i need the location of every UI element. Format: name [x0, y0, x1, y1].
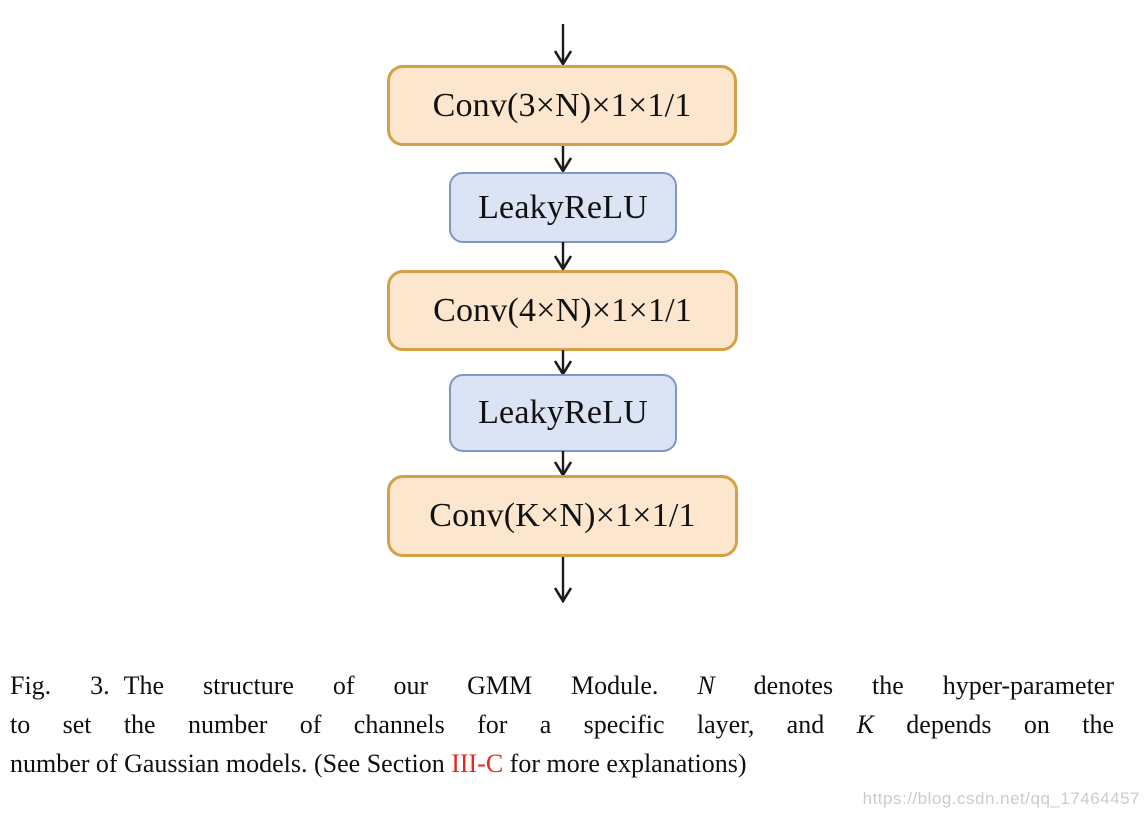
math-symbol-N: N: [697, 671, 715, 700]
caption-text: to set the number of channels for a spec…: [10, 710, 857, 739]
caption-line-3: number of Gaussian models. (See Section …: [10, 744, 1114, 783]
csdn-watermark: https://blog.csdn.net/qq_17464457: [862, 789, 1140, 808]
arrow-conv1-to-relu1-icon: [552, 146, 574, 173]
leakyrelu-block-2: LeakyReLU: [449, 374, 677, 452]
section-reference-link: III-C: [451, 749, 504, 778]
arrow-input-icon: [552, 24, 574, 66]
caption-line-1: Fig. 3.The structure of our GMM Module. …: [10, 666, 1114, 705]
caption-text: number of Gaussian models. (See Section: [10, 749, 452, 778]
caption-text: for more explanations): [503, 749, 747, 778]
arrow-conv2-to-relu2-icon: [552, 350, 574, 376]
arrow-relu1-to-conv2-icon: [552, 242, 574, 271]
figure-number: Fig. 3.: [10, 671, 110, 700]
arrow-output-icon: [552, 557, 574, 603]
conv-block-2: Conv(4×N)×1×1/1: [387, 270, 738, 351]
caption-text: denotes the hyper-parameter: [714, 671, 1114, 700]
caption-text: The structure of our GMM Module.: [123, 671, 698, 700]
math-symbol-K: K: [856, 710, 874, 739]
figure-caption: Fig. 3.The structure of our GMM Module. …: [10, 666, 1114, 783]
caption-text: depends on the: [873, 710, 1114, 739]
conv-block-3: Conv(K×N)×1×1/1: [387, 475, 738, 557]
leakyrelu-block-1: LeakyReLU: [449, 172, 677, 243]
caption-line-2: to set the number of channels for a spec…: [10, 705, 1114, 744]
conv-block-1: Conv(3×N)×1×1/1: [387, 65, 737, 146]
arrow-relu2-to-conv3-icon: [552, 451, 574, 477]
